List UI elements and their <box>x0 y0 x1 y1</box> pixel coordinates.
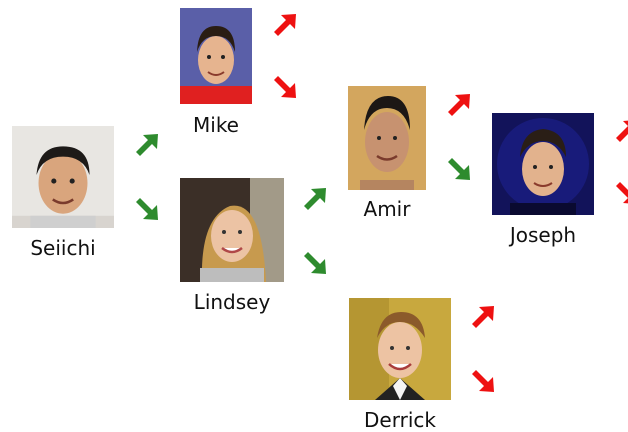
derrick-down-arrow <box>468 366 498 396</box>
lindsey-name: Lindsey <box>193 290 271 314</box>
derrick-up-arrow <box>468 302 498 332</box>
joseph-photo <box>492 113 594 215</box>
amir-down-arrow <box>444 154 474 184</box>
mike-photo <box>180 8 252 104</box>
derrick-name: Derrick <box>364 408 436 432</box>
lindsey-up-arrow <box>300 184 330 214</box>
seiichi-up-arrow <box>132 130 162 160</box>
joseph-up-arrow <box>612 116 628 146</box>
seiichi-name: Seiichi <box>30 236 96 260</box>
amir-photo <box>348 86 426 190</box>
seiichi-down-arrow <box>132 194 162 224</box>
lindsey-down-arrow <box>300 248 330 278</box>
mike-name: Mike <box>193 113 239 137</box>
seiichi-photo <box>12 126 114 228</box>
joseph-down-arrow <box>612 178 628 208</box>
lindsey-photo <box>180 178 284 282</box>
mike-up-arrow <box>270 10 300 40</box>
mike-down-arrow <box>270 72 300 102</box>
amir-up-arrow <box>444 90 474 120</box>
joseph-name: Joseph <box>509 223 577 247</box>
derrick-photo <box>349 298 451 400</box>
amir-name: Amir <box>363 197 411 221</box>
